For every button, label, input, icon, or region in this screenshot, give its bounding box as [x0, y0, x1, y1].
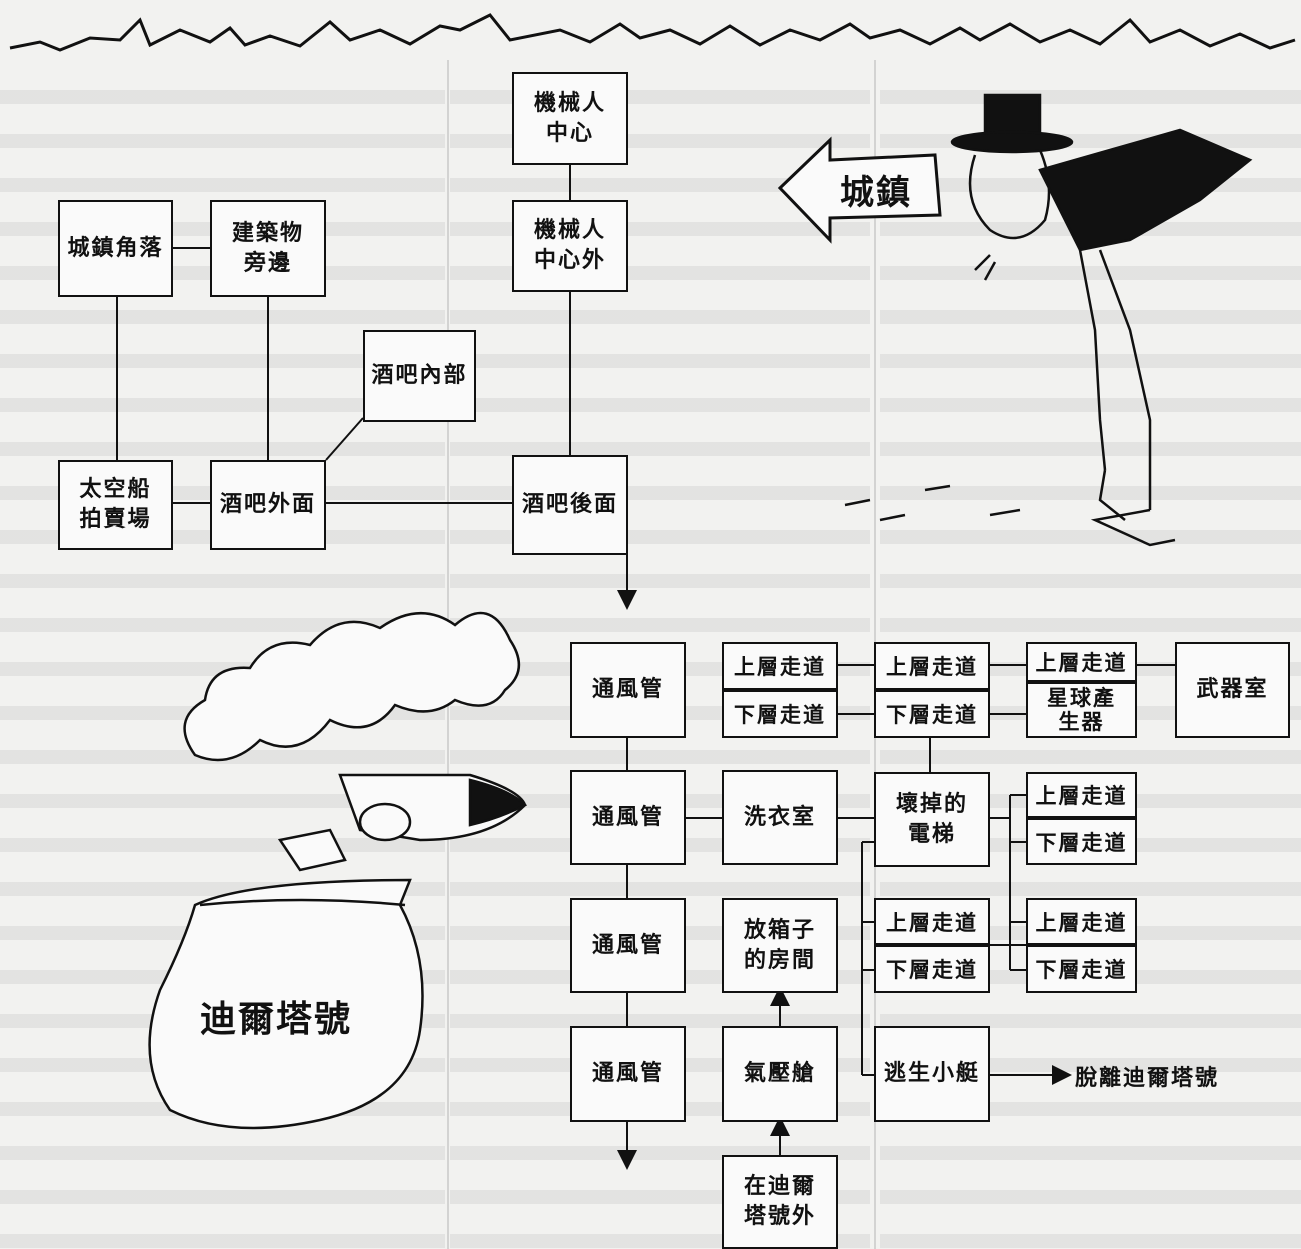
node-label: 星球產 [1047, 684, 1116, 710]
node-robot-center: 機械人 中心 [512, 72, 628, 165]
node-broken-elevator: 壞掉的 電梯 [874, 772, 990, 867]
ship-sack-illustration [148, 773, 528, 1130]
node-label: 機械人 [533, 217, 606, 244]
node-label: 放箱子 [743, 916, 816, 943]
town-arrow-illustration [777, 136, 942, 244]
node-label: 武器室 [1196, 676, 1269, 703]
node-outside-deltaura: 在迪爾 塔號外 [722, 1155, 838, 1249]
node-label: 建築物 [231, 219, 304, 246]
corridor-lower: 下層走道 [1026, 945, 1137, 993]
corridor-upper: 上層走道 [722, 642, 838, 690]
node-laundry: 洗衣室 [722, 770, 838, 865]
cloud-illustration [183, 611, 520, 762]
node-label: 中心 [545, 119, 594, 146]
node-label: 機械人 [533, 89, 606, 116]
node-label: 城鎮角落 [67, 234, 164, 261]
node-building-side: 建築物 旁邊 [210, 200, 326, 297]
node-label: 通風管 [591, 1060, 664, 1087]
node-label: 電梯 [907, 820, 956, 847]
node-label: 塔號外 [743, 1203, 816, 1229]
node-label: 拍賣場 [79, 506, 152, 532]
corridor-upper: 上層走道 [1026, 898, 1137, 945]
node-label: 通風管 [591, 676, 664, 703]
node-box-room: 放箱子 的房間 [722, 898, 838, 993]
node-vent-1: 通風管 [570, 642, 686, 738]
corridor-lower: 下層走道 [1026, 818, 1137, 865]
node-vent-4: 通風管 [570, 1026, 686, 1122]
node-label: 中心外 [533, 247, 606, 273]
escape-target-label: 脫離迪爾塔號 [1075, 1065, 1220, 1091]
corridor-lower: 下層走道 [874, 945, 990, 993]
jagged-border [9, 13, 1296, 52]
corridor-upper: 上層走道 [1026, 772, 1137, 818]
town-arrow-label: 城鎮 [840, 173, 912, 213]
node-label: 逃生小艇 [883, 1060, 980, 1087]
corridor-lower: 下層走道 [874, 690, 990, 738]
node-airlock: 氣壓艙 [722, 1026, 838, 1122]
node-escape-pod: 逃生小艇 [874, 1026, 990, 1122]
node-bar-back: 酒吧後面 [512, 455, 628, 555]
node-label: 旁邊 [243, 249, 292, 276]
node-label: 酒吧後面 [521, 491, 618, 518]
node-vent-3: 通風管 [570, 898, 686, 993]
ship-name-label: 迪爾塔號 [200, 999, 353, 1040]
corridor-upper: 上層走道 [874, 898, 990, 945]
node-label: 在迪爾 [743, 1173, 816, 1200]
node-town-corner: 城鎮角落 [58, 200, 173, 297]
node-robot-center-outside: 機械人 中心外 [512, 200, 628, 292]
node-bar-outside: 酒吧外面 [210, 460, 326, 550]
node-label: 太空船 [79, 476, 152, 503]
node-label: 氣壓艙 [743, 1060, 816, 1087]
node-label: 酒吧外面 [219, 491, 316, 518]
node-label: 通風管 [591, 803, 664, 830]
node-planet-generator: 星球產 生器 [1026, 682, 1137, 738]
node-label: 生器 [1058, 709, 1105, 734]
node-label: 通風管 [591, 931, 664, 958]
node-vent-2: 通風管 [570, 770, 686, 865]
node-spaceship-auction: 太空船 拍賣場 [58, 460, 173, 550]
node-label: 的房間 [743, 946, 816, 973]
node-label: 洗衣室 [743, 803, 816, 830]
running-man-illustration [844, 93, 1253, 547]
node-bar-inside: 酒吧內部 [363, 330, 476, 422]
corridor-lower: 下層走道 [722, 690, 838, 738]
node-label: 酒吧內部 [371, 362, 468, 389]
corridor-upper: 上層走道 [874, 642, 990, 690]
corridor-upper: 上層走道 [1026, 642, 1137, 682]
node-label: 壞掉的 [895, 790, 968, 817]
node-weapons-room: 武器室 [1175, 642, 1290, 738]
